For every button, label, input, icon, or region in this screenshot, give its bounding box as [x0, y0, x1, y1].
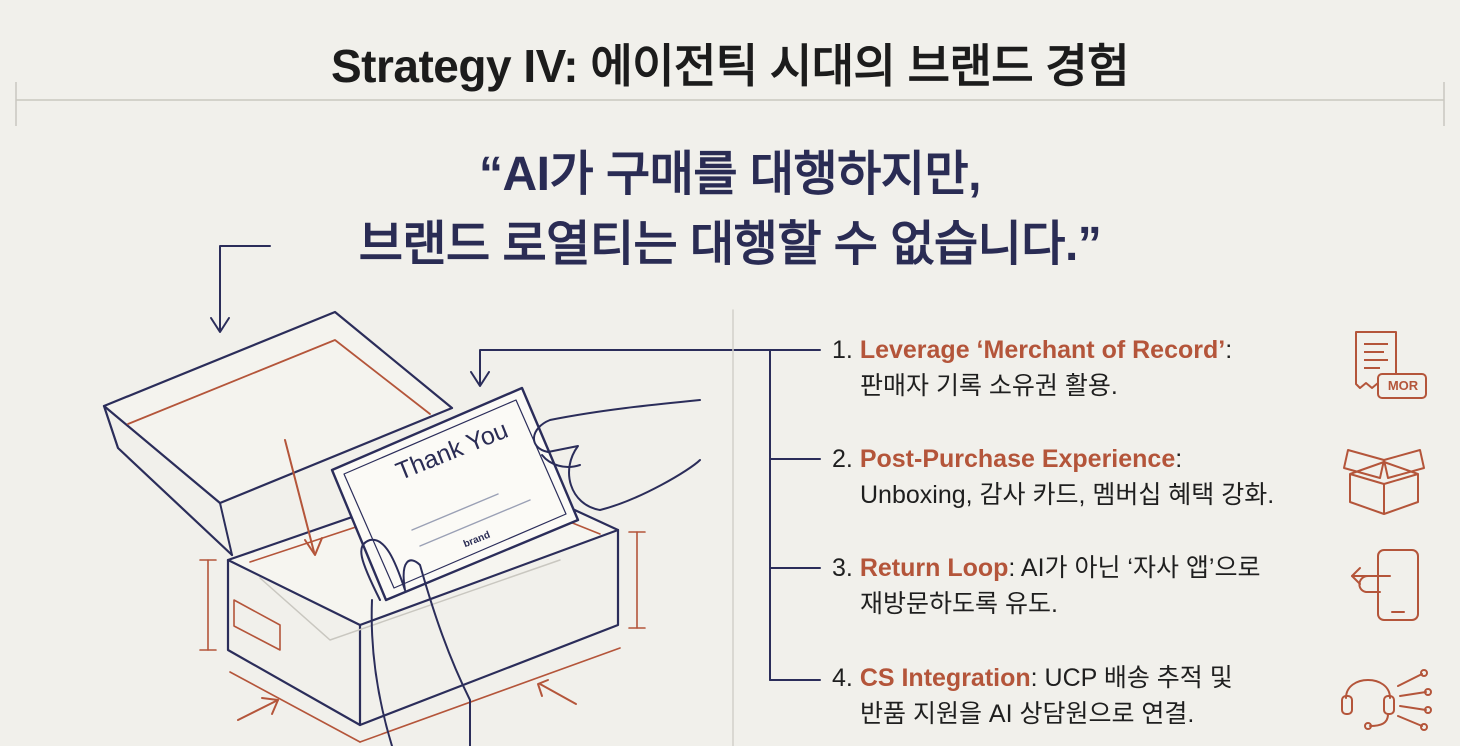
open-box-icon — [1343, 449, 1425, 515]
item-description: 판매자 기록 소유권 활용. — [860, 372, 1118, 400]
item-highlight: Post-Purchase Experience — [859, 445, 1176, 473]
item-highlight: CS Integration — [859, 664, 1031, 692]
quote-line-2: 브랜드 로열티는 대행할 수 없습니다.” — [358, 218, 1102, 271]
phone-return-icon — [1351, 549, 1419, 621]
receipt-icon — [1355, 331, 1427, 399]
item-number: 1. — [832, 336, 853, 364]
item-suffix: : — [1175, 445, 1183, 473]
list-item-post-purchase: 2. Post-Purchase Experience: Unboxing, 감… — [832, 441, 1322, 513]
quote-line-1: “AI가 구매를 대행하지만, — [479, 148, 981, 201]
list-item-cs-integration: 4. CS Integration: UCP 배송 추적 및 반품 지원을 AI… — [832, 660, 1322, 732]
item-description: 반품 지원을 AI 상담원으로 연결. — [860, 700, 1195, 728]
headset-icon — [1341, 669, 1432, 731]
item-highlight: Return Loop — [859, 554, 1009, 582]
item-suffix: : UCP 배송 추적 및 — [1030, 664, 1233, 692]
item-suffix: : — [1225, 336, 1233, 364]
item-description: Unboxing, 감사 카드, 멤버십 혜택 강화. — [860, 481, 1275, 509]
list-item-merchant-of-record: 1. Leverage ‘Merchant of Record’: 판매자 기록… — [832, 332, 1322, 404]
item-description: 재방문하도록 유도. — [860, 590, 1058, 618]
list-item-return-loop: 3. Return Loop: AI가 아닌 ‘자사 앱’으로 재방문하도록 유… — [832, 550, 1322, 622]
page-title: Strategy IV: 에이전틱 시대의 브랜드 경험 — [330, 40, 1130, 92]
item-highlight: Leverage ‘Merchant of Record’ — [859, 336, 1226, 364]
item-number: 2. — [832, 445, 853, 473]
headline-quote: “AI가 구매를 대행하지만, 브랜드 로열티는 대행할 수 없습니다.” — [0, 140, 1460, 280]
item-number: 3. — [832, 554, 853, 582]
mor-icon-label: MOR — [1387, 378, 1419, 393]
item-number: 4. — [832, 664, 853, 692]
item-suffix: : AI가 아닌 ‘자사 앱’으로 — [1008, 554, 1261, 582]
